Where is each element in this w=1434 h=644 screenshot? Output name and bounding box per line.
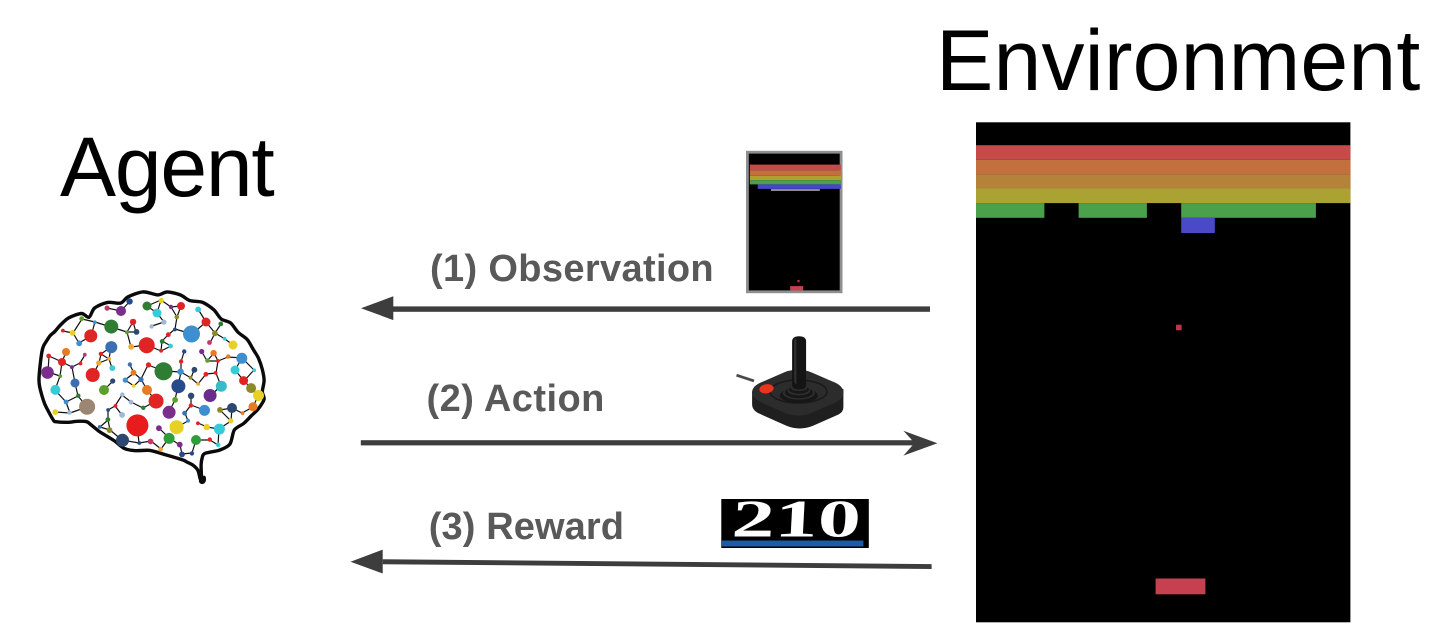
svg-text:(2) Action: (2) Action	[427, 378, 605, 420]
svg-text:(1) Observation: (1) Observation	[430, 248, 714, 290]
svg-text:(3) Reward: (3) Reward	[429, 506, 624, 548]
svg-text:Environment: Environment	[936, 13, 1420, 109]
svg-text:210: 210	[730, 491, 862, 549]
svg-text:Agent: Agent	[60, 120, 274, 214]
